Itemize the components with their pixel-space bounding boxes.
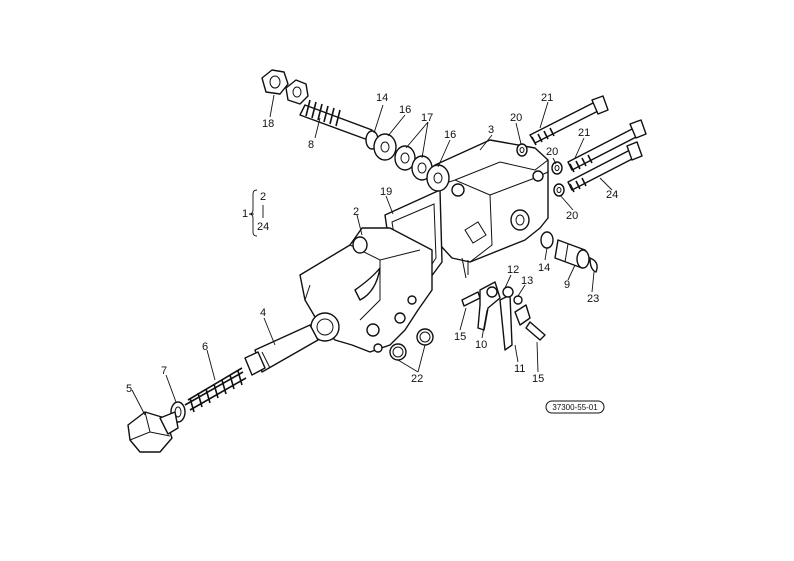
callout-2: 2 xyxy=(353,206,359,218)
callout-4: 4 xyxy=(260,307,266,319)
callout-23: 23 xyxy=(587,293,599,305)
lever-assembly xyxy=(461,281,546,351)
callout-3: 3 xyxy=(488,124,494,136)
o-rings xyxy=(389,328,434,361)
reference-code: 37300-55-01 xyxy=(552,403,598,412)
callout-6: 6 xyxy=(202,341,208,353)
callout-7: 7 xyxy=(161,365,167,377)
group-label-range-end: 24 xyxy=(257,221,269,233)
callout-22: 22 xyxy=(411,373,423,385)
callout-14-right: 14 xyxy=(538,262,550,274)
callout-14-top: 14 xyxy=(376,92,388,104)
callout-21-middle: 21 xyxy=(578,127,590,139)
callout-5: 5 xyxy=(126,383,132,395)
washers-stack xyxy=(365,130,450,192)
callout-24: 24 xyxy=(606,189,618,201)
callout-11: 11 xyxy=(514,363,525,375)
callouts: 2 3 4 5 6 7 8 9 10 11 12 13 14 14 15 15 … xyxy=(126,92,618,395)
callout-16-right: 16 xyxy=(444,129,456,141)
pump-body xyxy=(299,227,433,353)
callout-20-middle: 20 xyxy=(546,146,558,158)
shaft xyxy=(540,231,598,273)
callout-21-top: 21 xyxy=(541,92,553,104)
callout-16-left: 16 xyxy=(399,104,411,116)
callout-18: 18 xyxy=(262,118,274,130)
adjusting-screw xyxy=(299,99,373,141)
lock-nuts xyxy=(261,69,309,105)
bolt-washers xyxy=(516,143,565,197)
reference-code-box: 37300-55-01 xyxy=(545,400,605,414)
callout-20-top: 20 xyxy=(510,112,522,124)
bolts xyxy=(529,95,647,193)
callout-10: 10 xyxy=(475,339,487,351)
spring xyxy=(184,367,247,413)
plug xyxy=(127,411,179,453)
callout-12: 12 xyxy=(507,264,519,276)
group-label: 1 2 24 xyxy=(242,189,269,237)
callout-8: 8 xyxy=(308,139,314,151)
callout-13: 13 xyxy=(521,275,533,287)
callout-15-right: 15 xyxy=(532,373,544,385)
callout-9: 9 xyxy=(564,279,570,291)
leader-lines xyxy=(131,94,613,416)
group-label-range-start: 2 xyxy=(260,191,266,203)
group-label-main: 1 xyxy=(242,208,248,220)
callout-20-bottom: 20 xyxy=(566,210,578,222)
plunger xyxy=(244,324,319,376)
callout-19: 19 xyxy=(380,186,392,198)
callout-17: 17 xyxy=(421,112,433,124)
callout-15-left: 15 xyxy=(454,331,466,343)
cover-housing xyxy=(434,139,549,279)
